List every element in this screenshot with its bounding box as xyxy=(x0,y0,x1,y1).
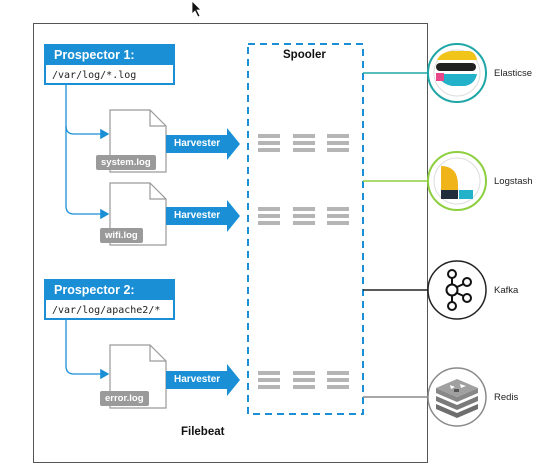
harvester-label: Harvester xyxy=(174,374,221,385)
prospector-1-title: Prospector 1: xyxy=(46,46,173,65)
mouse-cursor-icon xyxy=(191,0,202,18)
prospector-2: Prospector 2: /var/log/apache2/* xyxy=(44,279,175,320)
spooler-box xyxy=(247,43,364,415)
harvester-label: Harvester xyxy=(174,210,221,221)
harvester-arrow xyxy=(166,200,240,232)
spooler-events-row xyxy=(258,134,349,152)
connector-prospector1-system xyxy=(65,85,110,140)
file-label-system: system.log xyxy=(96,155,156,170)
redis-icon xyxy=(427,367,487,427)
spooler-title: Spooler xyxy=(283,49,326,61)
output-label-redis: Redis xyxy=(494,392,519,403)
spooler-events-row xyxy=(258,207,349,225)
output-label-logstash: Logstash xyxy=(494,176,533,187)
elasticsearch-icon xyxy=(427,43,487,103)
connector-prospector2-error xyxy=(65,319,110,380)
harvester-label: Harvester xyxy=(174,138,221,149)
prospector-1-path: /var/log/*.log xyxy=(52,70,137,81)
logstash-icon xyxy=(427,151,487,211)
harvester-arrow xyxy=(166,128,240,160)
output-label-elasticsearch: Elasticse xyxy=(494,68,533,79)
kafka-icon xyxy=(427,260,487,320)
prospector-1: Prospector 1: /var/log/*.log xyxy=(44,44,175,85)
file-label-error: error.log xyxy=(100,391,149,406)
file-label-wifi: wifi.log xyxy=(100,228,143,243)
spooler-events-row xyxy=(258,371,349,389)
harvester-arrow xyxy=(166,364,240,396)
diagram-canvas xyxy=(65,43,487,427)
filebeat-title: Filebeat xyxy=(181,426,225,438)
connector-prospector1-wifi xyxy=(65,126,110,220)
output-label-kafka: Kafka xyxy=(494,285,519,296)
prospector-2-title: Prospector 2: xyxy=(46,281,173,300)
prospector-2-path: /var/log/apache2/* xyxy=(52,305,161,316)
